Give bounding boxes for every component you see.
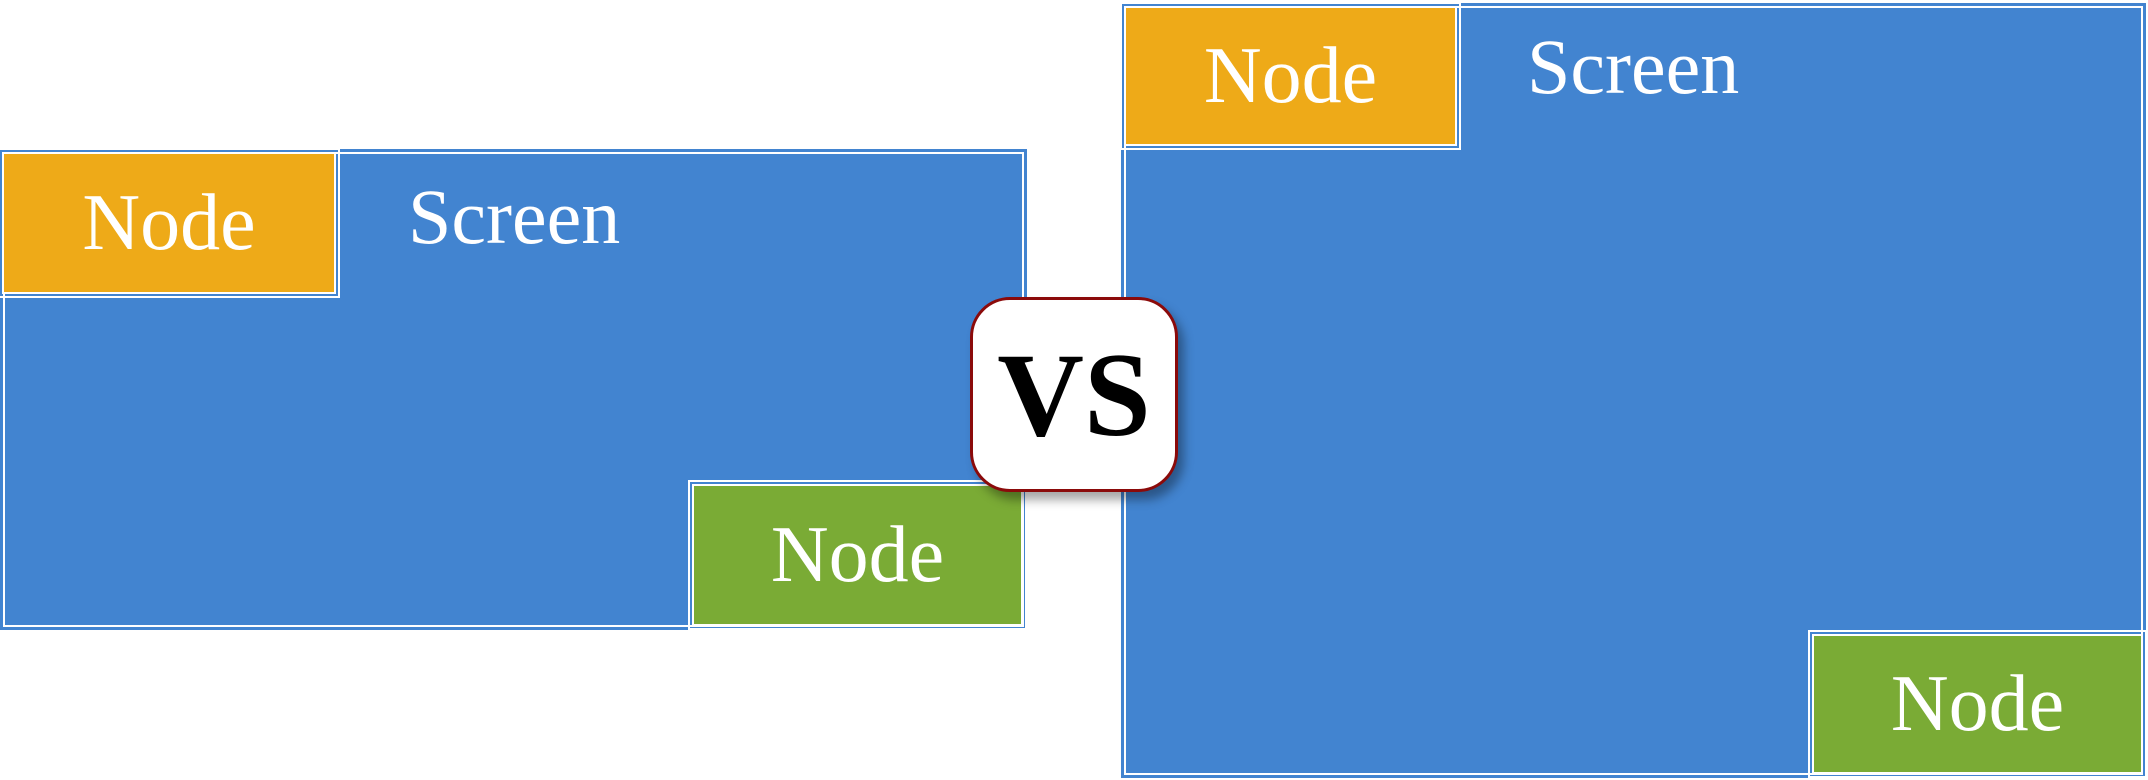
right-screen-label: Screen <box>1527 23 1740 110</box>
right-top-node: Node <box>1120 2 1461 150</box>
left-screen-label: Screen <box>408 173 621 260</box>
left-top-node: Node <box>0 148 340 298</box>
right-bottom-node: Node <box>1808 630 2147 778</box>
vs-badge: VS <box>970 297 1178 492</box>
left-bottom-node: Node <box>688 480 1027 630</box>
